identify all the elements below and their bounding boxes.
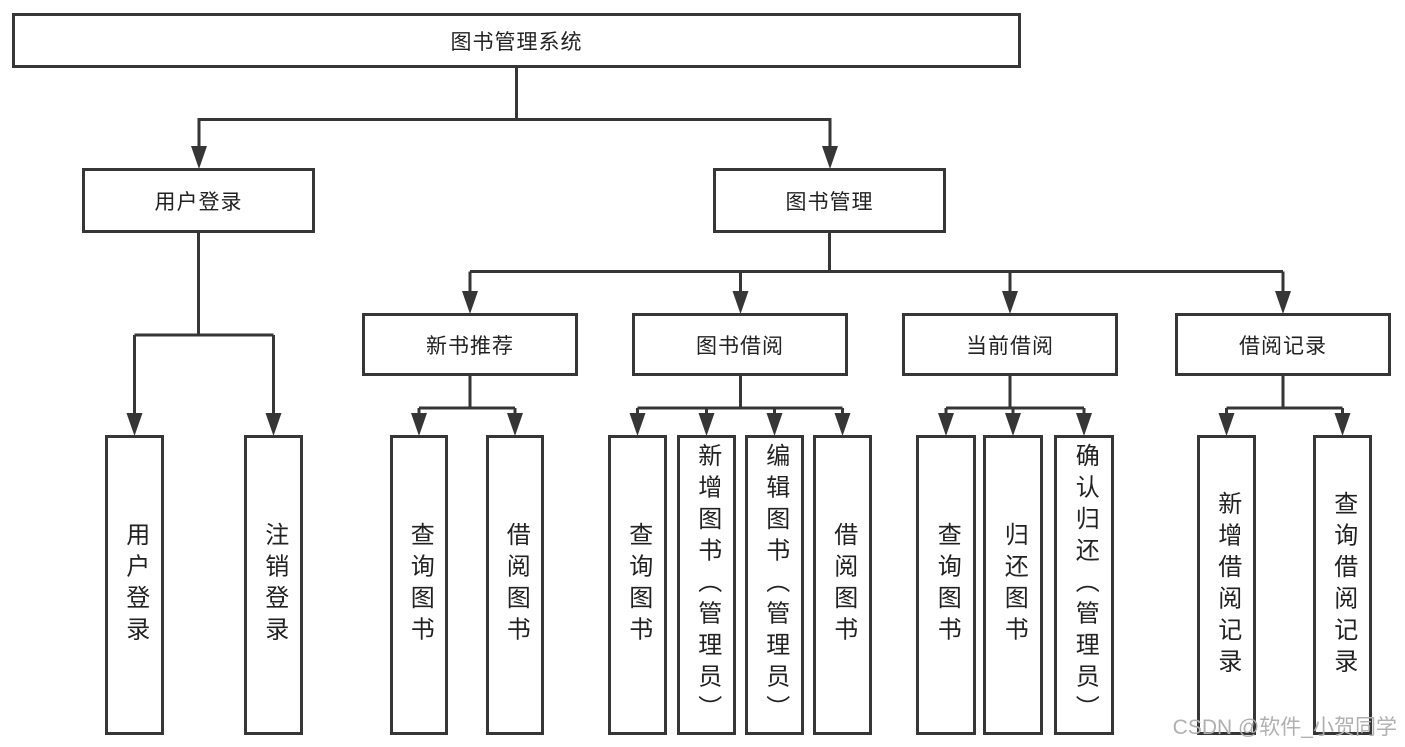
arrowhead-icon: [1334, 413, 1351, 436]
arrowhead-icon: [834, 413, 851, 436]
arrowhead-icon: [411, 413, 427, 436]
arrowhead-icon: [126, 413, 143, 436]
node-book-borrow: 图书借阅: [632, 313, 848, 376]
leaf-records-query-label: 查询借阅记录: [1329, 490, 1357, 680]
leaf-records-add: 新增借阅记录: [1197, 435, 1256, 735]
leaf-borrow-borrow-book-label: 借阅图书: [829, 522, 857, 648]
leaf-newbooks-borrow: 借阅图书: [486, 435, 544, 735]
connector-borrow-records-children: [1218, 376, 1351, 436]
leaf-borrow-query: 查询图书: [608, 435, 667, 735]
arrowhead-icon: [265, 413, 282, 436]
arrowhead-icon: [822, 146, 838, 169]
leaf-current-confirm-return: 确认归还（管理员）: [1054, 435, 1114, 735]
node-book-management: 图书管理: [713, 168, 946, 233]
leaf-borrow-borrow-book: 借阅图书: [813, 435, 872, 735]
connector-book-borrow-children: [629, 376, 851, 436]
node-borrow-records: 借阅记录: [1175, 313, 1391, 376]
arrowhead-icon: [732, 291, 749, 314]
leaf-current-return-label: 归还图书: [1000, 522, 1028, 648]
connector-current-borrow-children: [938, 376, 1092, 436]
leaf-current-return: 归还图书: [983, 435, 1043, 735]
leaf-logout: 注销登录: [244, 435, 303, 735]
connector-book-management-children: [462, 233, 1291, 314]
watermark: CSDN @软件_小贺同学: [1172, 716, 1397, 739]
arrowhead-icon: [629, 413, 646, 436]
arrowhead-icon: [766, 413, 783, 436]
leaf-newbooks-query: 查询图书: [390, 435, 448, 735]
leaf-newbooks-query-label: 查询图书: [406, 522, 434, 648]
arrowhead-icon: [1005, 413, 1021, 436]
arrowhead-icon: [1275, 291, 1291, 314]
arrowhead-icon: [1218, 413, 1235, 436]
node-new-book-recommend: 新书推荐: [362, 313, 578, 376]
arrowhead-icon: [1076, 413, 1092, 436]
arrowhead-icon: [191, 146, 207, 169]
leaf-records-query: 查询借阅记录: [1313, 435, 1372, 735]
leaf-logout-label: 注销登录: [260, 522, 288, 648]
leaf-current-query: 查询图书: [916, 435, 976, 735]
leaf-newbooks-borrow-label: 借阅图书: [502, 522, 530, 648]
node-current-borrow: 当前借阅: [902, 313, 1118, 376]
arrowhead-icon: [1002, 291, 1018, 314]
leaf-borrow-edit-book: 编辑图书（管理员）: [745, 435, 804, 735]
arrowhead-icon: [462, 291, 478, 314]
leaf-current-query-label: 查询图书: [933, 522, 961, 648]
leaf-borrow-add-book-label: 新增图书（管理员）: [693, 443, 721, 727]
leaf-current-confirm-return-label: 确认归还（管理员）: [1071, 443, 1099, 727]
connector-user-login-children: [126, 233, 282, 436]
leaf-borrow-add-book: 新增图书（管理员）: [677, 435, 736, 735]
arrowhead-icon: [507, 413, 523, 436]
leaf-user-login-label: 用户登录: [121, 522, 149, 648]
leaf-records-add-label: 新增借阅记录: [1213, 490, 1241, 680]
arrowhead-icon: [698, 413, 715, 436]
node-library-system: 图书管理系统: [12, 13, 1021, 68]
node-user-login: 用户登录: [82, 168, 315, 233]
arrowhead-icon: [938, 413, 954, 436]
connector-new-books-children: [411, 376, 523, 436]
leaf-user-login: 用户登录: [105, 435, 164, 735]
leaf-borrow-edit-book-label: 编辑图书（管理员）: [761, 443, 789, 727]
leaf-borrow-query-label: 查询图书: [624, 522, 652, 648]
connector-root-to-level2: [191, 68, 838, 169]
